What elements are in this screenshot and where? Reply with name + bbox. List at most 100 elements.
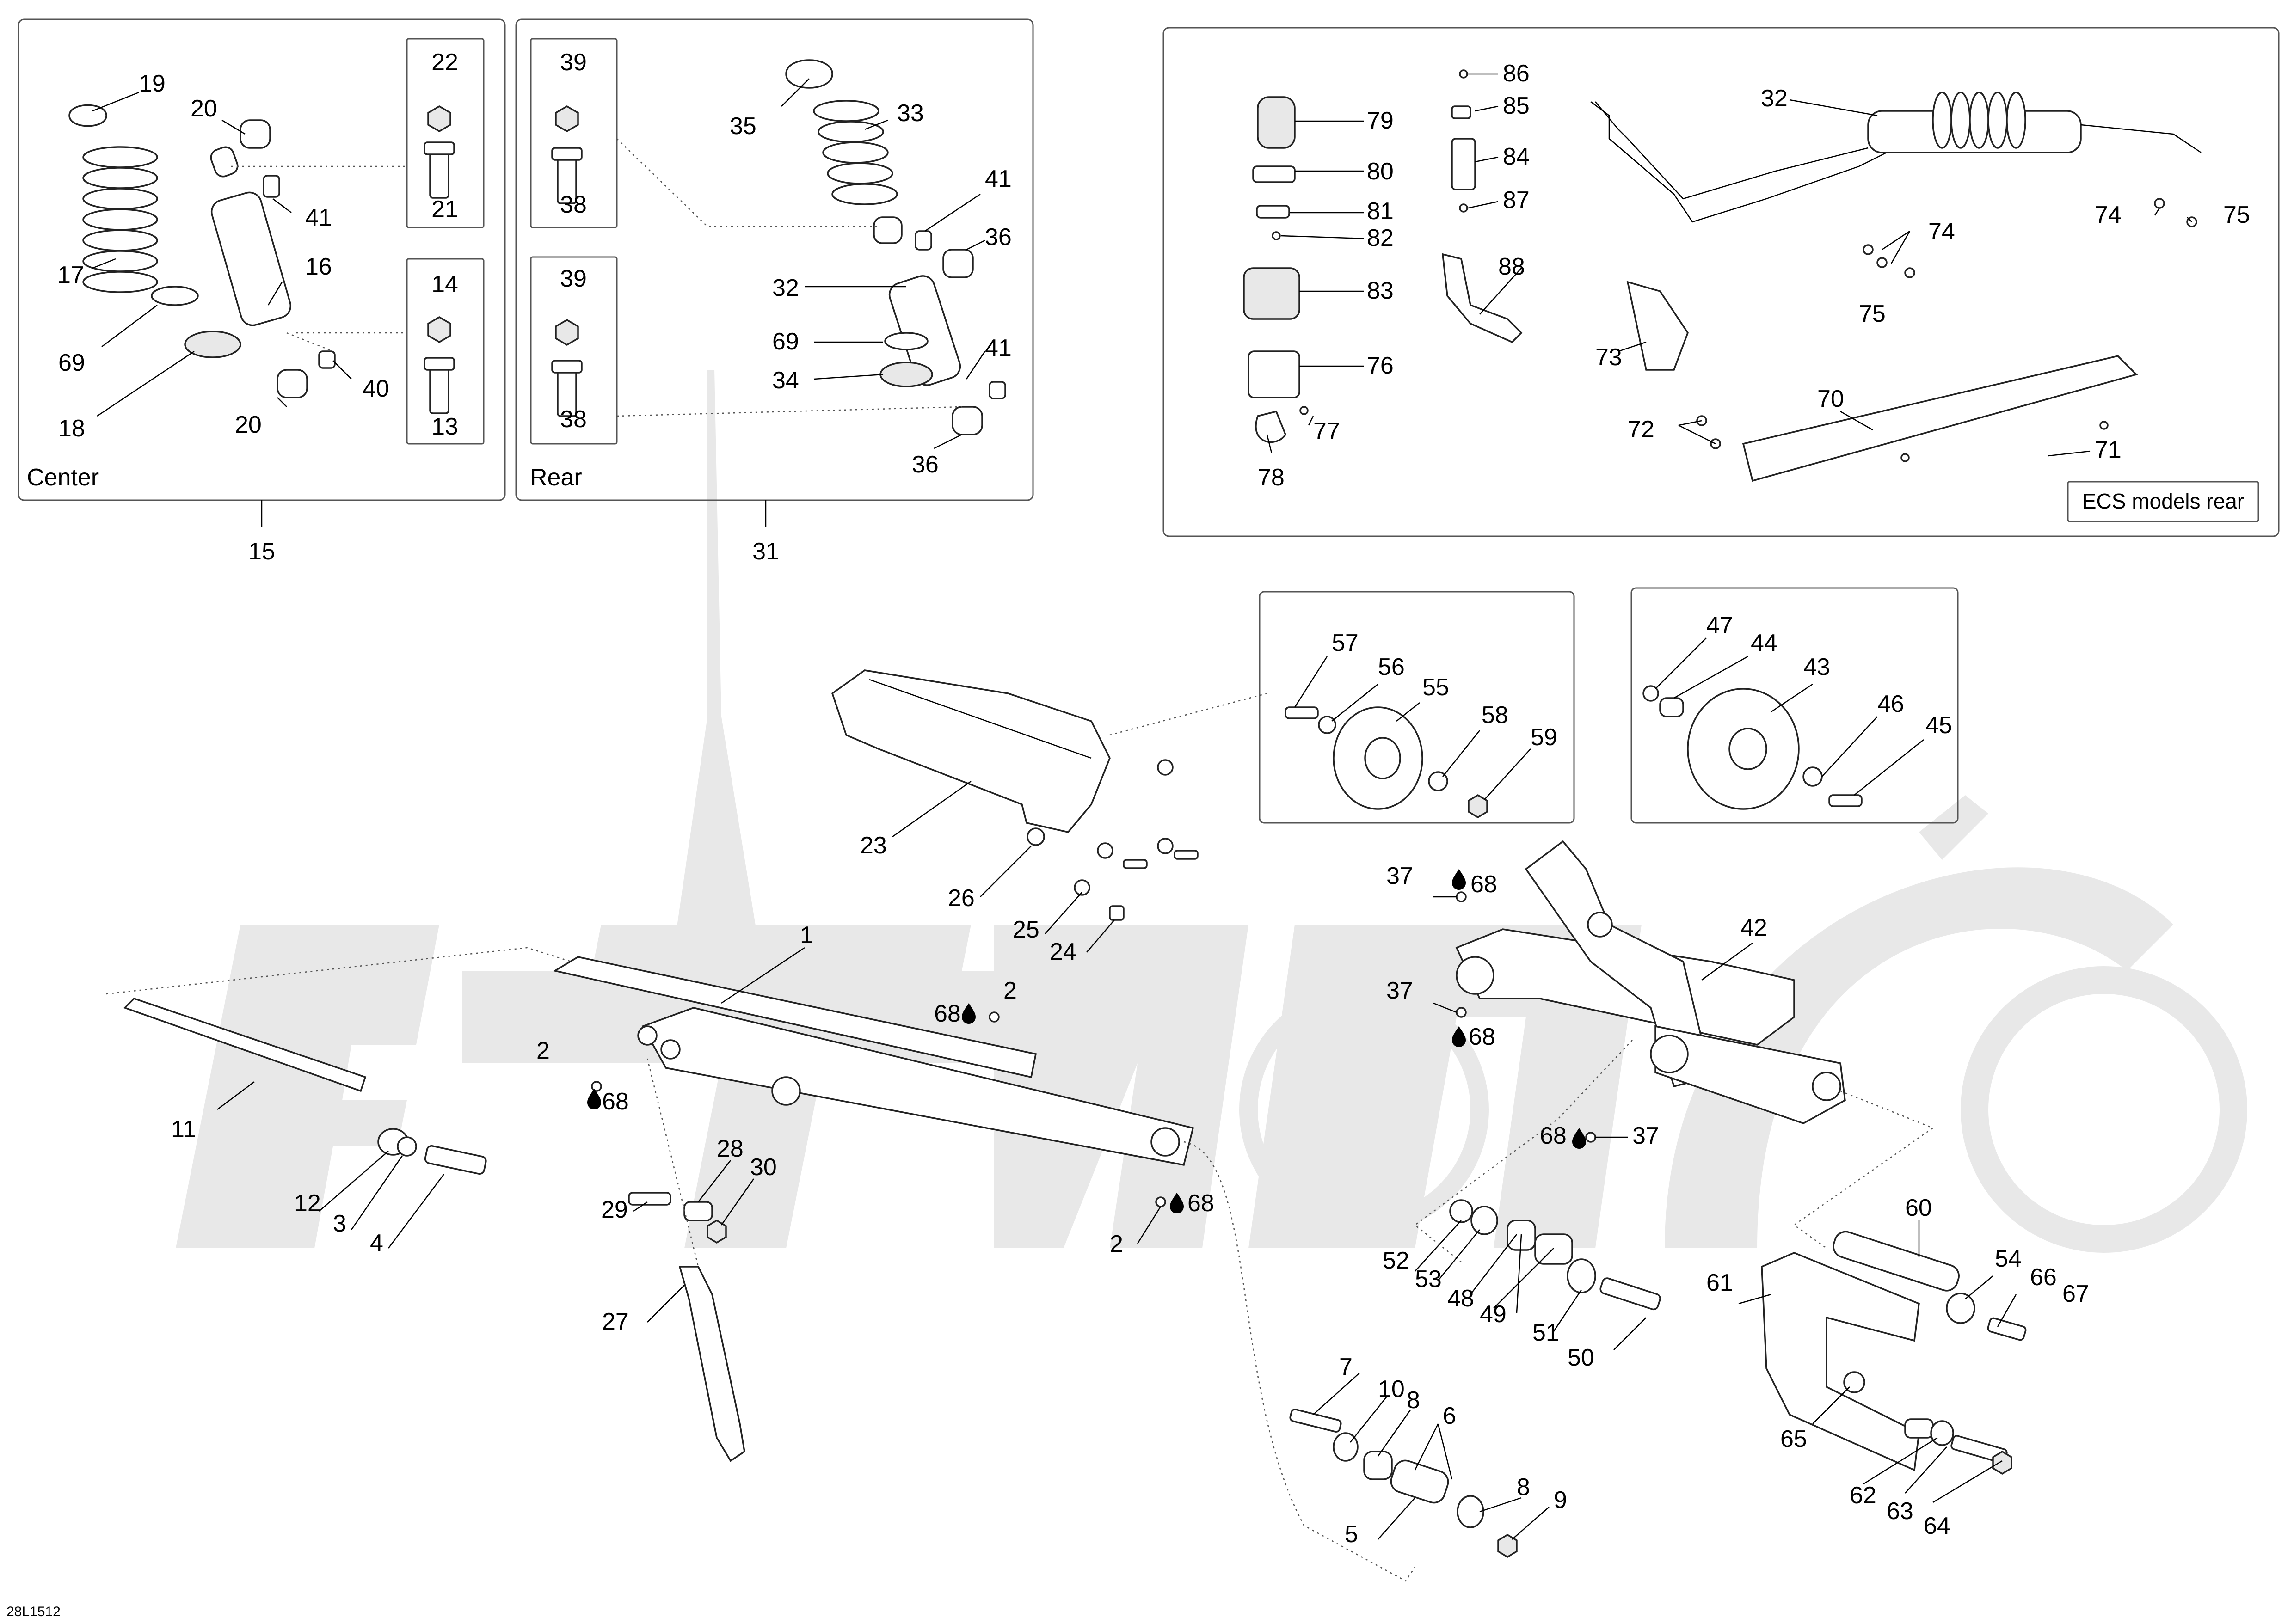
- callout: 79: [1367, 107, 1394, 134]
- callout: 62: [1850, 1482, 1876, 1509]
- callout: 33: [897, 100, 924, 127]
- panel-center-label: Center: [27, 464, 99, 491]
- panel-rear-label: Rear: [530, 464, 582, 491]
- rear-arm-42: [1414, 840, 1934, 1262]
- callout: 24: [1050, 938, 1076, 965]
- callout: 74: [1928, 218, 1955, 245]
- hardware-39-38-top: [551, 105, 583, 204]
- callout: 7: [1339, 1354, 1353, 1380]
- callout: 46: [1877, 691, 1904, 717]
- callout: 71: [2095, 436, 2122, 463]
- callout: 34: [772, 367, 799, 394]
- callout: 25: [1013, 916, 1039, 943]
- callout: 68: [1470, 871, 1497, 898]
- idler-shaft-group-48-53: [1449, 1199, 1661, 1311]
- grease-drop-icon: [962, 1003, 976, 1024]
- watermark-logo: [176, 370, 2247, 1253]
- idler-wheel-43: [1642, 685, 1863, 810]
- callout: 55: [1422, 674, 1449, 701]
- callout: 59: [1531, 724, 1557, 751]
- spring-17: [82, 146, 158, 293]
- callout: 85: [1503, 92, 1530, 119]
- callout: 12: [294, 1190, 321, 1217]
- callout: 50: [1568, 1344, 1594, 1371]
- callout: 68: [1540, 1122, 1567, 1149]
- callout: 10: [1378, 1376, 1405, 1403]
- callout: 78: [1258, 464, 1285, 491]
- callout: 51: [1532, 1319, 1559, 1346]
- callout: 36: [985, 224, 1012, 251]
- callout: 40: [363, 375, 389, 402]
- callout: 87: [1503, 187, 1530, 214]
- callout: 83: [1367, 277, 1394, 304]
- callout: 84: [1503, 143, 1530, 170]
- spring-33: [813, 100, 898, 205]
- callout: 45: [1925, 712, 1952, 739]
- callout: 57: [1332, 630, 1359, 656]
- panel-ecs: [1162, 27, 2280, 537]
- callout: 26: [948, 885, 975, 912]
- callout: 68: [1469, 1023, 1495, 1050]
- callout: 37: [1386, 977, 1413, 1004]
- callout: 77: [1313, 418, 1340, 445]
- callout: 42: [1740, 914, 1767, 941]
- callout: 49: [1480, 1301, 1507, 1328]
- callout: 39: [560, 265, 587, 292]
- callout: 30: [750, 1154, 777, 1181]
- ecs-shock-spring: [1932, 92, 2026, 149]
- callout: 38: [560, 406, 587, 433]
- callout: 39: [560, 49, 587, 76]
- shaft-group-5-10: [1183, 1141, 1518, 1582]
- callout: 23: [860, 832, 887, 859]
- panel-center-ref: 15: [248, 538, 275, 565]
- callout: 47: [1706, 612, 1733, 639]
- panel-rear: [515, 18, 1034, 501]
- callout: 14: [431, 271, 458, 298]
- leader-lines: [92, 73, 2192, 1540]
- callout: 8: [1517, 1474, 1530, 1501]
- callout: 72: [1628, 416, 1654, 443]
- hardware-22-21: [424, 105, 455, 199]
- grease-drop-icon: [1572, 1128, 1586, 1149]
- callout: 44: [1751, 630, 1777, 656]
- callout: 81: [1367, 198, 1394, 225]
- callout: 11: [171, 1116, 196, 1143]
- callout: 56: [1378, 654, 1405, 680]
- callout: 37: [1632, 1122, 1659, 1149]
- grease-drop-icon: [1170, 1193, 1184, 1213]
- callout: 65: [1780, 1426, 1807, 1452]
- callout: 27: [602, 1308, 629, 1335]
- callout: 61: [1706, 1269, 1733, 1296]
- callout: 8: [1407, 1387, 1420, 1414]
- callout: 64: [1924, 1513, 1950, 1539]
- callout: 54: [1995, 1245, 2022, 1272]
- callout: 21: [431, 196, 458, 223]
- callout: 41: [985, 335, 1012, 362]
- callout: 70: [1817, 386, 1844, 412]
- callout-labels: 19 20 16 41 17 69 18 20 40 22 21 14 13 3…: [57, 49, 2250, 1548]
- grease-drop-icon: [587, 1089, 601, 1109]
- callout: 53: [1415, 1266, 1442, 1293]
- callout: 2: [536, 1037, 550, 1064]
- callout: 32: [1761, 85, 1788, 112]
- callout: 41: [305, 204, 332, 231]
- ecs-label-box: [2067, 481, 2259, 522]
- callout: 9: [1554, 1487, 1567, 1514]
- front-arm-1: [553, 956, 1194, 1207]
- callout: 80: [1367, 158, 1394, 185]
- subbox-nut-bolt-14-13: [406, 258, 485, 445]
- subbox-nut-bolt-39-38-bottom: [530, 256, 618, 445]
- callout: 75: [1859, 300, 1886, 327]
- callout: 4: [370, 1230, 383, 1256]
- callout: 5: [1345, 1521, 1358, 1548]
- callout: 2: [1003, 977, 1017, 1004]
- callout: 67: [2062, 1281, 2089, 1307]
- callout: 13: [431, 413, 458, 440]
- hardware-14-13: [424, 316, 455, 414]
- callout: 35: [730, 113, 756, 140]
- callout: 68: [602, 1088, 629, 1115]
- callout: 17: [57, 262, 84, 288]
- callout: 20: [191, 95, 217, 122]
- callout: 76: [1367, 352, 1394, 379]
- callout: 19: [139, 70, 166, 97]
